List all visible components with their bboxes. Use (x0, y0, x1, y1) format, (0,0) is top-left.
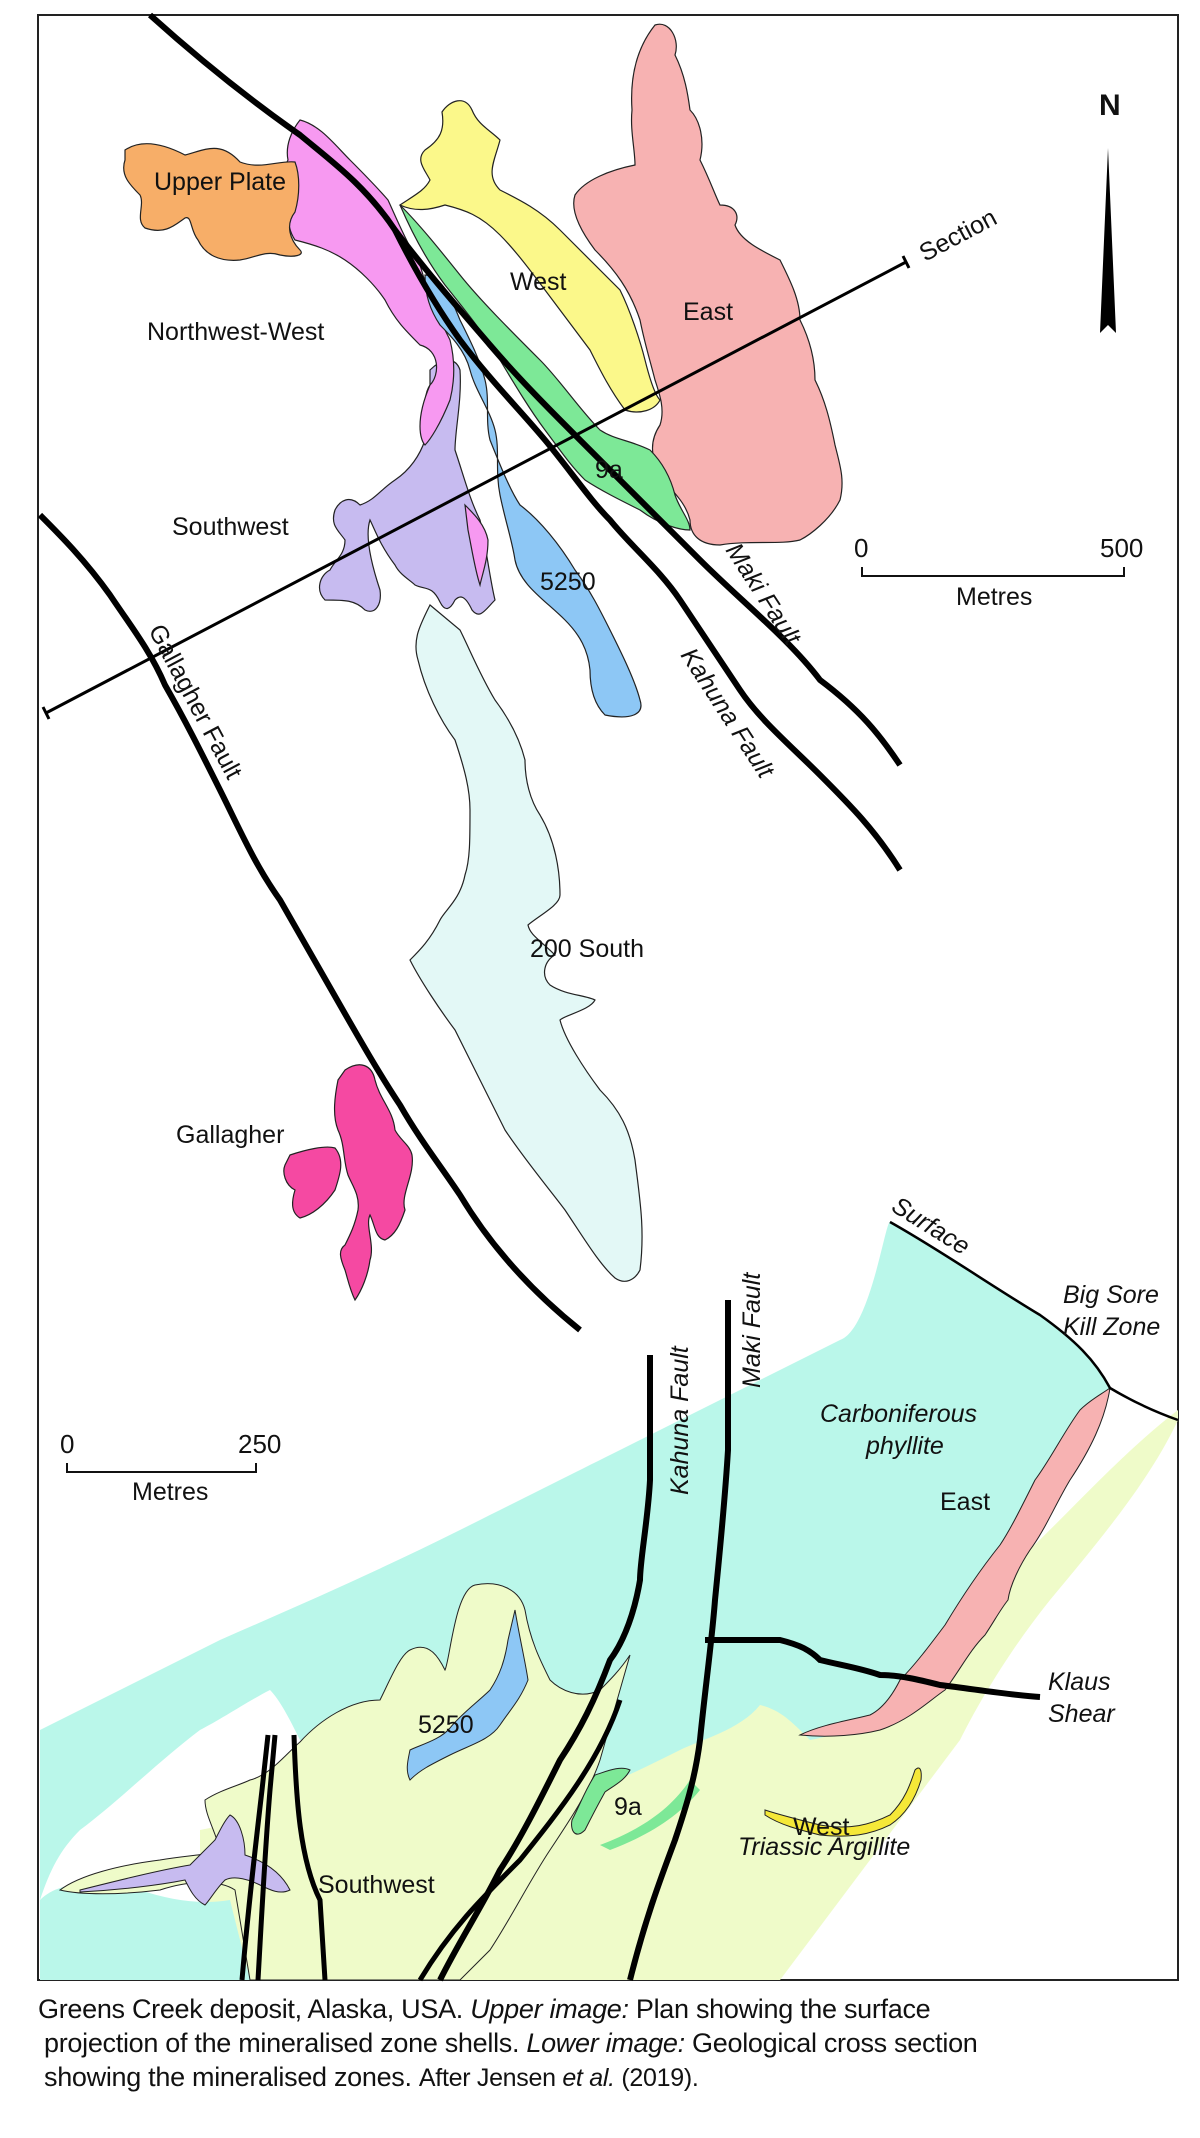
fault-splay-b (239, 1734, 271, 1981)
zone-gallagher-west (283, 1146, 342, 1219)
label-east: East (683, 298, 733, 326)
caption-citation: After Jensen (418, 2064, 563, 2092)
label-northwest-west: Northwest-West (147, 318, 324, 346)
zone-northwest-west-south (464, 503, 489, 588)
label-phyllite: phyllite (865, 1432, 944, 1460)
fault-klaus-shear (705, 1637, 1041, 1700)
section-end-tick-right (901, 255, 911, 269)
label-klaus-2: Shear (1048, 1700, 1116, 1728)
label-west: West (510, 268, 567, 296)
caption-lower-label: Lower image: (526, 2028, 685, 2058)
surface-line (889, 1220, 1179, 1422)
fault-kahuna-upper (392, 228, 903, 872)
scale-upper-end: 500 (1100, 533, 1143, 563)
upper-plan-map: Section Upper Plate Northwest-West West … (37, 12, 1143, 1333)
label-triassic-argillite: Triassic Argillite (738, 1833, 910, 1861)
scale-lower-start: 0 (60, 1429, 74, 1459)
north-arrow-icon: N (1099, 89, 1121, 333)
figure-caption: Greens Creek deposit, Alaska, USA. Upper… (38, 1992, 1188, 2095)
fault-gallagher (37, 512, 582, 1333)
scale-bar-lower: 0 250 Metres (60, 1429, 281, 1506)
fault-maki-lower (627, 1300, 731, 1981)
lower-cross-section: Surface Big Sore Kill Zone Carboniferous… (40, 1191, 1179, 1982)
section-zone-5250 (406, 1609, 529, 1781)
caption-text: Plan showing the surface (628, 1994, 931, 2024)
caption-text: showing the mineralised zones. (44, 2062, 419, 2092)
scale-upper-start: 0 (854, 533, 868, 563)
label-upper-plate: Upper Plate (154, 168, 286, 196)
zone-west (398, 100, 661, 413)
label-big-sore-1: Big Sore (1063, 1281, 1159, 1309)
caption-upper-label: Upper image: (470, 1994, 629, 2024)
fault-maki-upper (147, 12, 903, 767)
caption-line-2: projection of the mineralised zone shell… (38, 2026, 1188, 2060)
label-southwest: Southwest (172, 513, 289, 541)
label-9a: 9a (595, 456, 623, 484)
section-zone-west (764, 1767, 922, 1837)
zone-200-south (409, 604, 643, 1282)
label-maki-fault-lower: Maki Fault (738, 1272, 766, 1388)
scale-lower-end: 250 (238, 1429, 281, 1459)
label-southwest-lower: Southwest (318, 1871, 435, 1899)
caption-year: (2019). (614, 2064, 699, 2092)
label-east-lower: East (940, 1488, 990, 1516)
section-zone-9a (571, 1767, 631, 1835)
label-kahuna-fault-lower: Kahuna Fault (666, 1345, 694, 1495)
fault-splay-c (291, 1734, 328, 1981)
scale-upper-unit: Metres (956, 583, 1032, 611)
label-9a-lower: 9a (614, 1793, 642, 1821)
scale-lower-unit: Metres (132, 1478, 208, 1506)
label-5250-lower: 5250 (418, 1711, 474, 1739)
fault-splay-a (255, 1734, 278, 1981)
label-200-south: 200 South (530, 935, 644, 963)
caption-text: Greens Creek deposit, Alaska, USA. (38, 1994, 471, 2024)
section-end-tick-left (41, 706, 51, 720)
section-zone-east (798, 1386, 1111, 1737)
unit-carboniferous-phyllite-lower (40, 1883, 250, 1980)
caption-text: projection of the mineralised zone shell… (44, 2028, 527, 2058)
zone-gallagher (333, 1064, 413, 1302)
caption-line-3: showing the mineralised zones. After Jen… (38, 2060, 1188, 2095)
fault-lower-diagonal (417, 1699, 623, 1982)
zone-upper-plate (123, 143, 302, 261)
caption-et-al: et al. (562, 2064, 615, 2092)
zone-east (573, 23, 843, 546)
label-west-lower: West (793, 1813, 850, 1841)
label-gallagher: Gallagher (176, 1121, 284, 1149)
zone-5250 (424, 274, 642, 718)
label-klaus-1: Klaus (1048, 1668, 1111, 1696)
label-big-sore-2: Kill Zone (1063, 1313, 1160, 1341)
label-5250: 5250 (540, 568, 596, 596)
north-label: N (1099, 89, 1121, 122)
section-line (45, 260, 907, 715)
section-zone-southwest (79, 1814, 291, 1906)
caption-text: Geological cross section (684, 2028, 978, 2058)
label-carboniferous: Carboniferous (820, 1400, 977, 1428)
scale-bar-upper: 0 500 Metres (854, 533, 1143, 611)
caption-line-1: Greens Creek deposit, Alaska, USA. Upper… (38, 1992, 1188, 2026)
